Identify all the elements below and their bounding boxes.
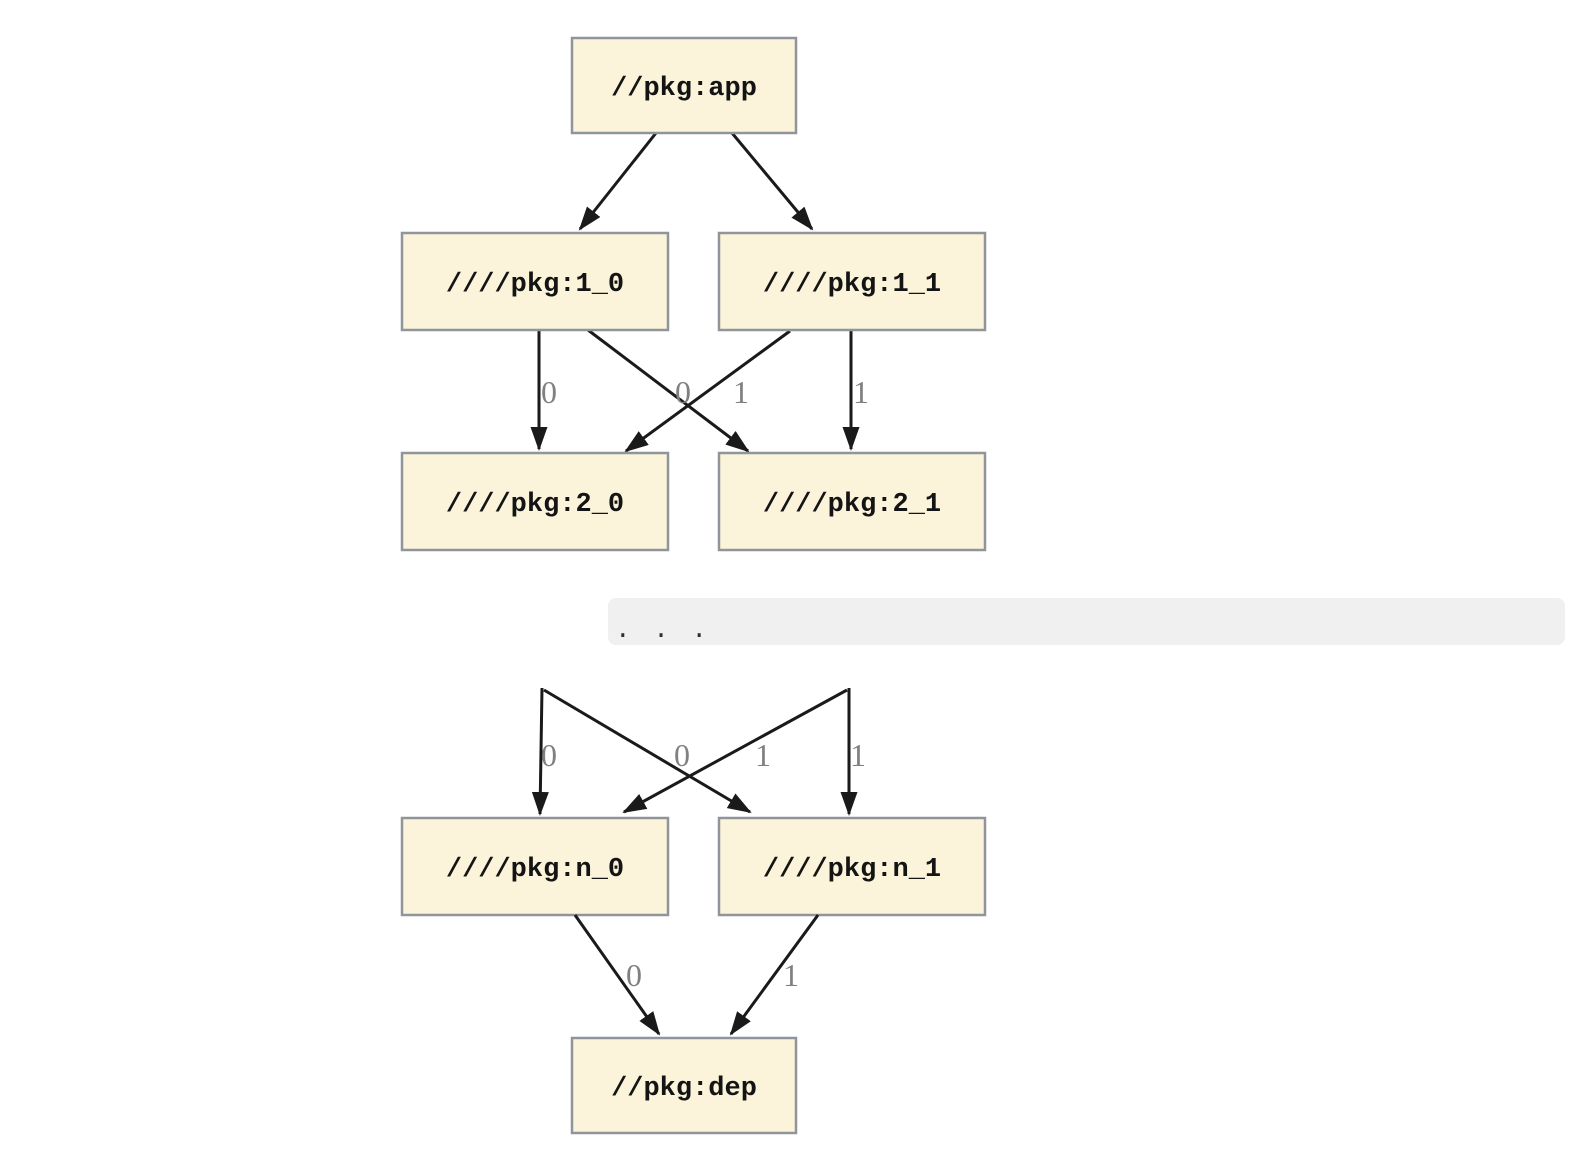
node-pkg-2_1-box xyxy=(717,451,987,552)
edge-mid-cross-to-n_0 xyxy=(622,688,848,814)
ellipsis-dots: . . . xyxy=(615,615,711,645)
node-pkg-1_0-label: ////pkg:1_0 xyxy=(446,270,624,300)
node-pkg-1_0-box xyxy=(400,231,670,332)
node-pkg-2_0-label: ////pkg:2_0 xyxy=(446,490,624,520)
edge-1_1-to-2_0 xyxy=(624,329,791,453)
node-pkg-n_1-label: ////pkg:n_1 xyxy=(763,855,941,885)
node-pkg-n_0-box xyxy=(400,816,670,917)
edge-mid-to-n_0 xyxy=(531,687,549,816)
node-pkg-app-label: //pkg:app xyxy=(611,74,757,104)
edge-label: 0 xyxy=(675,374,691,410)
node-pkg-1_1: ////pkg:1_1 xyxy=(717,231,987,332)
edge-label: 0 xyxy=(541,737,557,773)
node-pkg-2_1: ////pkg:2_1 xyxy=(717,451,987,552)
node-pkg-n_1: ////pkg:n_1 xyxy=(717,816,987,917)
node-pkg-dep: //pkg:dep xyxy=(570,1036,798,1135)
edge-mid-cross-to-n_1 xyxy=(543,688,752,814)
node-pkg-2_1-label: ////pkg:2_1 xyxy=(763,490,941,520)
node-pkg-dep-box xyxy=(570,1036,798,1135)
edge-app-to-1_1 xyxy=(730,132,814,231)
edge-label: 1 xyxy=(783,957,799,993)
edge-label: 0 xyxy=(541,374,557,410)
node-pkg-app: //pkg:app xyxy=(570,36,798,135)
ellipsis-band xyxy=(608,598,1565,645)
node-pkg-2_0-box xyxy=(400,451,670,552)
node-pkg-n_1-box xyxy=(717,816,987,917)
edge-app-to-1_0 xyxy=(578,132,658,231)
edge-label: 1 xyxy=(733,374,749,410)
edge-label: 1 xyxy=(755,737,771,773)
node-pkg-n_0: ////pkg:n_0 xyxy=(400,816,670,917)
edge-n_0-to-dep xyxy=(573,914,661,1036)
edge-label: 0 xyxy=(674,737,690,773)
node-pkg-n_0-label: ////pkg:n_0 xyxy=(446,855,624,885)
node-pkg-app-box xyxy=(570,36,798,135)
node-pkg-2_0: ////pkg:2_0 xyxy=(400,451,670,552)
ellipsis-separator: . . . xyxy=(608,598,1565,645)
edge-label: 1 xyxy=(853,374,869,410)
node-pkg-dep-label: //pkg:dep xyxy=(611,1074,757,1104)
edge-label: 0 xyxy=(626,957,642,993)
node-pkg-1_0: ////pkg:1_0 xyxy=(400,231,670,332)
edge-label: 1 xyxy=(850,737,866,773)
edge-1_0-to-2_1 xyxy=(587,328,750,453)
node-pkg-1_1-box xyxy=(717,231,987,332)
edge-n_1-to-dep xyxy=(729,914,820,1036)
node-pkg-1_1-label: ////pkg:1_1 xyxy=(763,270,941,300)
